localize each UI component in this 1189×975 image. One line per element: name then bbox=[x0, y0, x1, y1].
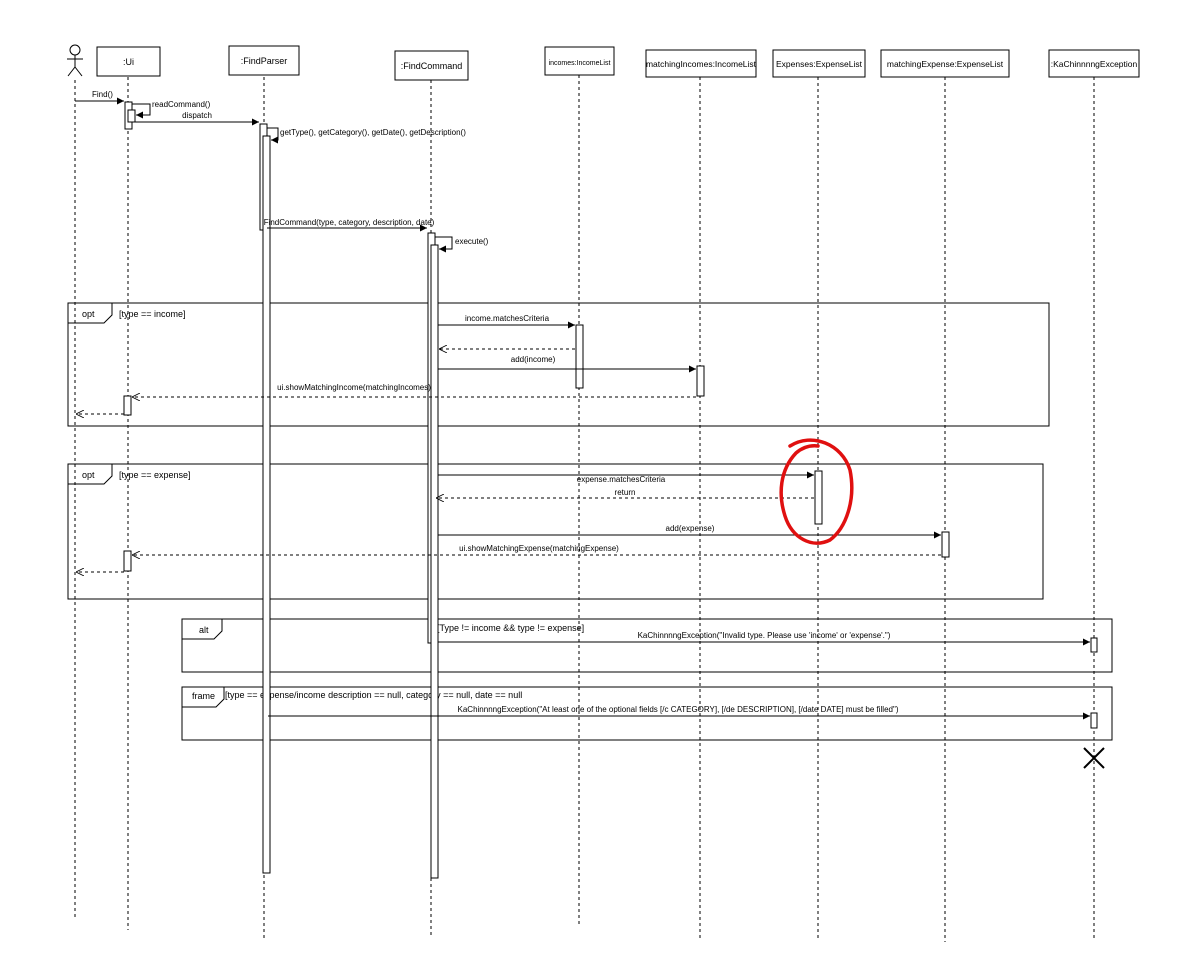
fragment-guard: [type == expense/income description == n… bbox=[225, 690, 522, 700]
fragment-keyword: opt bbox=[82, 309, 95, 319]
fragment-frame: frame [type == expense/income descriptio… bbox=[181, 686, 1113, 741]
fragment-guard: [Type != income && type != expense] bbox=[437, 623, 584, 633]
activation-exception-2 bbox=[1090, 712, 1098, 729]
activation-ui-income bbox=[123, 395, 132, 416]
label-show-expense: ui.showMatchingExpense(matchingExpense) bbox=[459, 544, 619, 553]
activation-matchingincomes bbox=[696, 365, 705, 397]
activation-ui-expense bbox=[123, 550, 132, 572]
participant-incomes: incomes:IncomeList bbox=[544, 46, 615, 76]
fragment-keyword: alt bbox=[199, 625, 209, 635]
activation-findparser-long bbox=[262, 135, 271, 874]
participant-exception: :KaChinnnngException bbox=[1048, 49, 1140, 78]
destroy-x-icon bbox=[1083, 747, 1105, 769]
participant-findparser: :FindParser bbox=[228, 45, 300, 76]
activation-exception-1 bbox=[1090, 637, 1098, 653]
fragment-opt-income: opt [type == income] bbox=[67, 302, 1050, 427]
fragment-keyword: frame bbox=[192, 691, 215, 701]
svg-text::KaChinnnngException: :KaChinnnngException bbox=[1051, 59, 1138, 69]
svg-text:Expenses:ExpenseList: Expenses:ExpenseList bbox=[776, 59, 863, 69]
activation-incomes bbox=[575, 324, 584, 389]
label-find-command: FindCommand(type, category, description,… bbox=[264, 218, 435, 227]
actor-figure bbox=[67, 44, 83, 77]
fragment-guard: [type == expense] bbox=[119, 470, 191, 480]
message-labels: Find() readCommand() dispatch getType(),… bbox=[92, 90, 899, 714]
fragment-guard: [type == income] bbox=[119, 309, 186, 319]
label-read-command: readCommand() bbox=[152, 100, 211, 109]
svg-text:matchingExpense:ExpenseList: matchingExpense:ExpenseList bbox=[887, 59, 1004, 69]
participant-ui: :Ui bbox=[96, 46, 161, 77]
message-execute bbox=[435, 236, 453, 253]
messages bbox=[75, 97, 1090, 720]
label-return: return bbox=[615, 488, 636, 497]
fragment-alt: alt [Type != income && type != expense] bbox=[181, 618, 1113, 673]
participant-matchingexpense: matchingExpense:ExpenseList bbox=[880, 49, 1010, 78]
label-add-expense: add(expense) bbox=[666, 524, 715, 533]
label-expense-matches: expense.matchesCriteria bbox=[577, 475, 666, 484]
label-dispatch: dispatch bbox=[182, 111, 212, 120]
participant-matchingincomes: matchingIncomes:IncomeList bbox=[645, 49, 757, 78]
svg-text::FindCommand: :FindCommand bbox=[401, 61, 463, 71]
activation-ui-nested bbox=[127, 109, 136, 123]
svg-text:matchingIncomes:IncomeList: matchingIncomes:IncomeList bbox=[646, 59, 757, 69]
label-find: Find() bbox=[92, 90, 113, 99]
svg-text::Ui: :Ui bbox=[123, 57, 134, 67]
highlight-circle-annotation bbox=[779, 438, 854, 545]
fragment-keyword: opt bbox=[82, 470, 95, 480]
lifelines bbox=[74, 75, 1095, 942]
activation-findcommand-long bbox=[430, 244, 439, 879]
label-income-matches: income.matchesCriteria bbox=[465, 314, 550, 323]
label-get-fields: getType(), getCategory(), getDate(), get… bbox=[280, 128, 466, 137]
message-get-fields bbox=[267, 127, 279, 144]
fragment-opt-expense: opt [type == expense] bbox=[67, 463, 1044, 600]
label-show-income: ui.showMatchingIncome(matchingIncomes) bbox=[277, 383, 431, 392]
label-execute: execute() bbox=[455, 237, 489, 246]
participant-findcommand: :FindCommand bbox=[394, 50, 469, 81]
participant-expenses: Expenses:ExpenseList bbox=[772, 49, 866, 78]
activation-matchingexpense bbox=[941, 531, 950, 558]
activation-expenses bbox=[814, 470, 823, 525]
label-add-income: add(income) bbox=[511, 355, 556, 364]
message-read-command bbox=[132, 103, 151, 119]
svg-text::FindParser: :FindParser bbox=[241, 56, 288, 66]
label-optional-fields: KaChinnnngException("At least one of the… bbox=[458, 705, 899, 714]
activation-bars bbox=[123, 101, 1098, 879]
svg-text:incomes:IncomeList: incomes:IncomeList bbox=[549, 60, 611, 67]
label-invalid-type: KaChinnnngException("Invalid type. Pleas… bbox=[638, 631, 891, 640]
